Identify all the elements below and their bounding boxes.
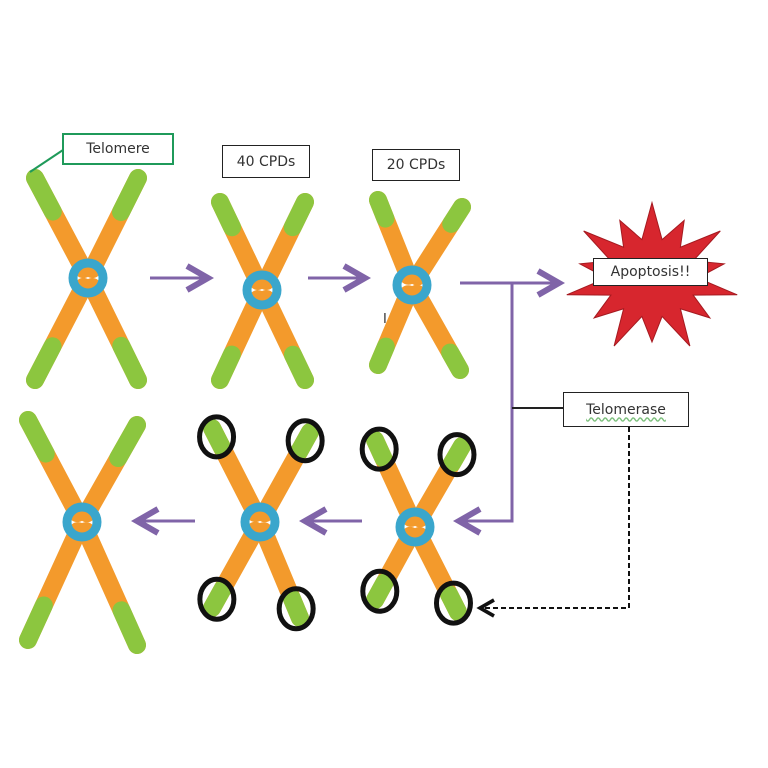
telomere-cap xyxy=(283,345,314,389)
telomere-cap xyxy=(366,573,394,609)
telomere-cap xyxy=(203,419,232,457)
apoptosis-text: Apoptosis!! xyxy=(610,264,691,280)
chromosome-3 xyxy=(369,191,471,379)
telomere-cap xyxy=(26,169,62,221)
telomere-cap xyxy=(109,416,146,468)
telomere-extension-ring xyxy=(276,586,316,632)
telomere-extension-ring xyxy=(197,576,237,622)
telomere-extension-ring xyxy=(437,432,477,478)
telomere-cap xyxy=(369,337,395,374)
centromere-ring xyxy=(62,502,102,542)
telomere-cap xyxy=(282,588,309,627)
telomere-cap xyxy=(112,336,147,389)
telomere-cap xyxy=(441,343,469,379)
chromosome-5 xyxy=(197,414,325,632)
telomere-cap xyxy=(283,193,314,237)
cpd-20-text: 20 CPDs xyxy=(386,157,446,173)
telomere-cap xyxy=(211,193,242,237)
telomere-extension-ring xyxy=(359,426,399,472)
telomere-extension-ring xyxy=(360,568,400,614)
telomere-pointer xyxy=(29,149,64,173)
telomere-cap xyxy=(112,601,146,654)
telomere-cap xyxy=(19,596,53,649)
telomere-cap xyxy=(290,423,319,461)
telomere-cap xyxy=(369,191,395,228)
chromosome-6 xyxy=(359,426,477,626)
telomerase-dashed-arrow xyxy=(476,427,630,618)
telomere-extension-ring xyxy=(285,418,325,464)
telomere-extension-ring xyxy=(197,414,237,460)
telomere-label: Telomere xyxy=(62,133,174,165)
cursor-mark: I xyxy=(383,312,387,327)
cpd-40-label: 40 CPDs xyxy=(222,145,310,178)
cpd-40-text: 40 CPDs xyxy=(236,153,296,170)
arrow-to-telomerase-branch xyxy=(462,283,514,521)
telomere-cap xyxy=(442,198,471,233)
telomere-cap xyxy=(19,411,55,463)
telomere-label-text: Telomere xyxy=(86,141,150,157)
telomere-cap xyxy=(366,431,393,468)
telomere-cap xyxy=(26,337,62,389)
telomere-extension-ring xyxy=(433,580,473,626)
telomerase-text: Telomerase xyxy=(586,401,666,418)
apoptosis-label: Apoptosis!! xyxy=(593,258,708,286)
centromere-ring xyxy=(240,502,280,542)
telomere-cap xyxy=(442,437,471,473)
telomere-cap xyxy=(112,169,147,221)
telomere-cap xyxy=(439,585,467,621)
cpd-20-label: 20 CPDs xyxy=(372,149,460,181)
telomere-cap xyxy=(203,579,232,617)
chromosome-1 xyxy=(26,169,147,389)
telomere-cap xyxy=(211,345,241,389)
centromere-ring xyxy=(242,270,282,310)
centromere-ring xyxy=(68,258,108,298)
telomerase-label: Telomerase xyxy=(563,392,689,427)
flow-arrows xyxy=(29,149,630,618)
chromosome-4 xyxy=(19,411,146,654)
centromere-ring xyxy=(392,265,432,305)
centromere-ring xyxy=(395,507,435,547)
chromosome-2 xyxy=(211,193,314,389)
